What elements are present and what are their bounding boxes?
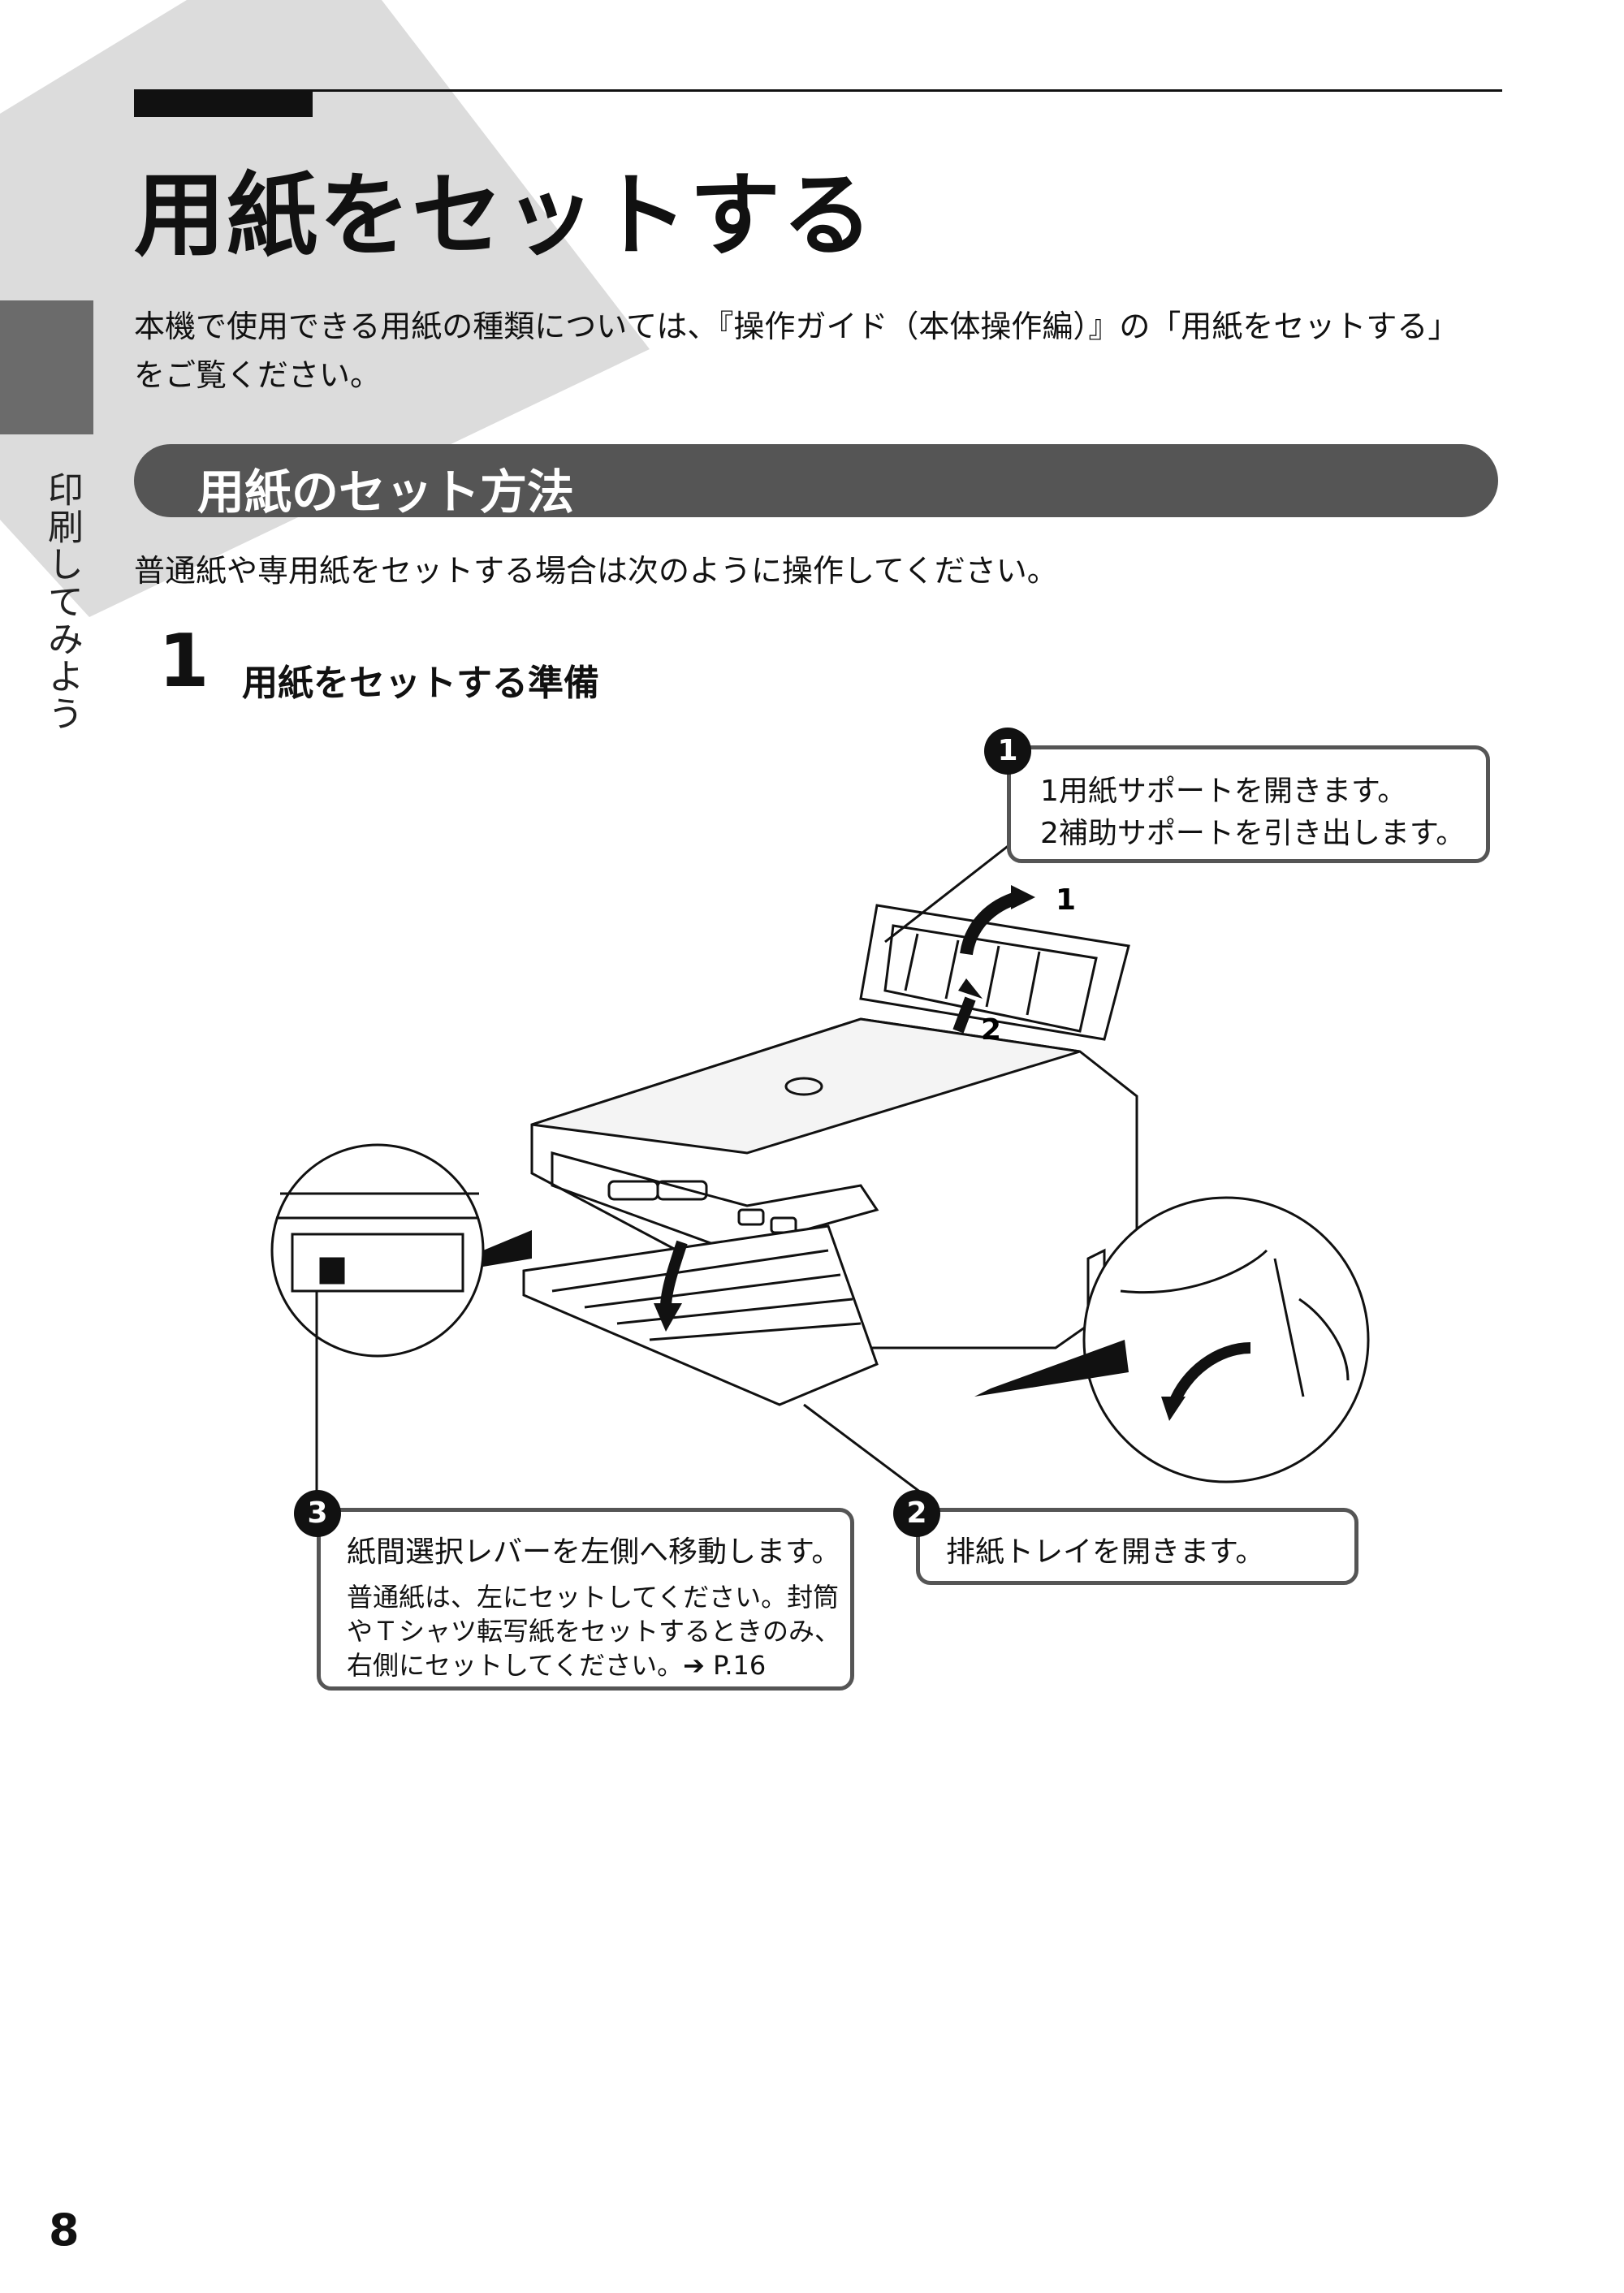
callout-1: 1用紙サポートを開きます。 2補助サポートを引き出します。 (1007, 745, 1490, 863)
callout-1-badge: 1 (984, 728, 1031, 775)
arrow-label-1: 1 (1056, 883, 1076, 917)
callout-3-note-line: 右側にセットしてください。➔ P.16 (347, 1650, 767, 1681)
step-title: 用紙をセットする準備 (242, 663, 599, 704)
arrow-label-2: 2 (981, 1013, 1001, 1047)
page-title: 用紙をセットする (134, 163, 875, 269)
intro-line: をご覧ください。 (134, 357, 382, 393)
chapter-label: 印刷してみよう (41, 471, 83, 732)
printer-illustration: 1 2 (270, 754, 1370, 1510)
callout-3: 紙間選択レバーを左側へ移動します。 普通紙は、左にセットしてください。封筒 やＴ… (317, 1508, 854, 1691)
header-bar (134, 89, 313, 117)
callout-3-badge: 3 (294, 1490, 341, 1537)
intro-line: 本機で使用できる用紙の種類については、『操作ガイド（本体操作編）』の「用紙をセッ… (134, 309, 1459, 344)
callout-2-text: 排紙トレイを開きます。 (946, 1535, 1265, 1569)
callout-1-line-1: 1用紙サポートを開きます。 (1040, 775, 1407, 808)
chapter-tab (0, 300, 93, 434)
page-number: 8 (49, 2204, 80, 2256)
callout-1-line-2: 2補助サポートを引き出します。 (1040, 817, 1466, 850)
step-number: 1 (158, 619, 209, 704)
callout-2: 排紙トレイを開きます。 (916, 1508, 1358, 1585)
callout-3-note-line: 普通紙は、左にセットしてください。封筒 (347, 1582, 840, 1613)
body-text: 普通紙や専用紙をセットする場合は次のように操作してください。 (134, 553, 1058, 589)
callout-3-note-line: やＴシャツ転写紙をセットするときのみ、 (347, 1616, 841, 1647)
callout-2-badge: 2 (893, 1490, 940, 1537)
section-heading: 用紙のセット方法 (134, 444, 1498, 520)
intro-paragraph: 本機で使用できる用紙の種類については、『操作ガイド（本体操作編）』の「用紙をセッ… (134, 302, 1514, 399)
header-rule (134, 89, 1502, 92)
callout-3-title: 紙間選択レバーを左側へ移動します。 (347, 1535, 841, 1569)
section-title: 用紙のセット方法 (197, 464, 575, 520)
